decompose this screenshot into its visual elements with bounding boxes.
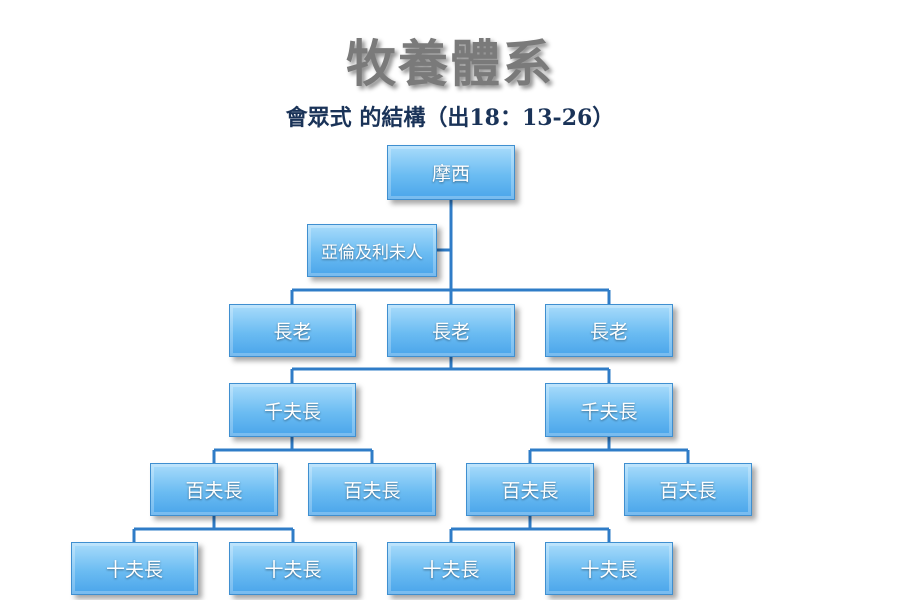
node-captain-ten: 十夫長 [229, 542, 357, 595]
page-title: 牧養體系 [346, 35, 554, 93]
node-captain-thousand: 千夫長 [229, 383, 356, 437]
node-captain-ten: 十夫長 [545, 542, 673, 595]
node-captain-ten: 十夫長 [387, 542, 515, 595]
node-captain-hundred: 百夫長 [466, 463, 594, 516]
node-aaron-levites: 亞倫及利未人 [307, 224, 437, 277]
node-captain-hundred: 百夫長 [150, 463, 278, 516]
node-moses: 摩西 [387, 145, 515, 200]
node-captain-ten: 十夫長 [71, 542, 198, 595]
node-elder: 長老 [229, 304, 356, 357]
node-elder: 長老 [387, 304, 515, 357]
node-captain-hundred: 百夫長 [308, 463, 436, 516]
node-elder: 長老 [545, 304, 673, 357]
node-captain-hundred: 百夫長 [624, 463, 752, 516]
page-subtitle: 會眾式 的結構（出18：13-26） [285, 105, 615, 131]
node-captain-thousand: 千夫長 [545, 383, 673, 437]
